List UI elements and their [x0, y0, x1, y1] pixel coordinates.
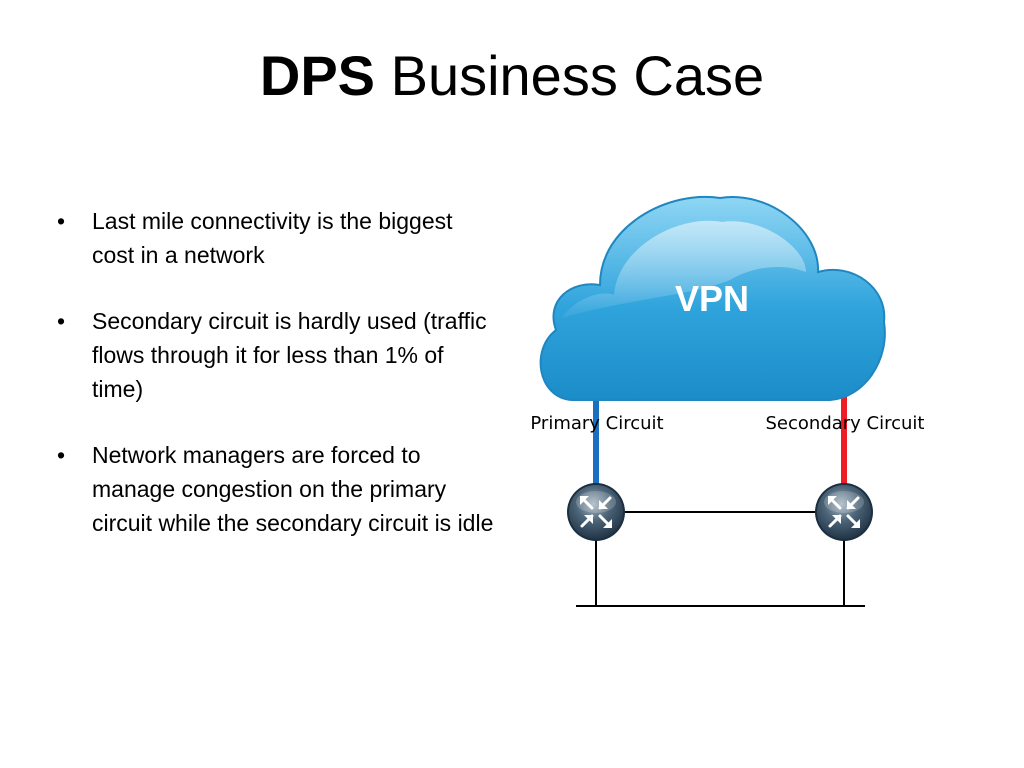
title-rest: Business Case — [390, 44, 765, 107]
bullet-text: Last mile connectivity is the biggest co… — [92, 208, 453, 268]
vpn-cloud-icon: VPN — [539, 195, 886, 401]
vpn-label: VPN — [675, 278, 749, 319]
bullet-list: • Last mile connectivity is the biggest … — [57, 204, 497, 572]
primary-circuit-label: Primary Circuit — [530, 413, 663, 434]
bullet-item-1: • Last mile connectivity is the biggest … — [57, 204, 497, 272]
bullet-marker: • — [57, 208, 66, 234]
bullet-text: Secondary circuit is hardly used (traffi… — [92, 308, 487, 402]
bullet-item-2: • Secondary circuit is hardly used (traf… — [57, 304, 497, 406]
bullet-marker: • — [57, 308, 66, 334]
bullet-item-3: • Network managers are forced to manage … — [57, 438, 497, 540]
router-icon — [567, 483, 625, 541]
slide-title: DPS Business Case — [0, 38, 1024, 114]
title-bold: DPS — [259, 44, 376, 107]
router-icon — [815, 483, 873, 541]
bullet-text: Network managers are forced to manage co… — [92, 442, 494, 536]
secondary-circuit-label: Secondary Circuit — [766, 413, 925, 434]
bullet-marker: • — [57, 442, 66, 468]
